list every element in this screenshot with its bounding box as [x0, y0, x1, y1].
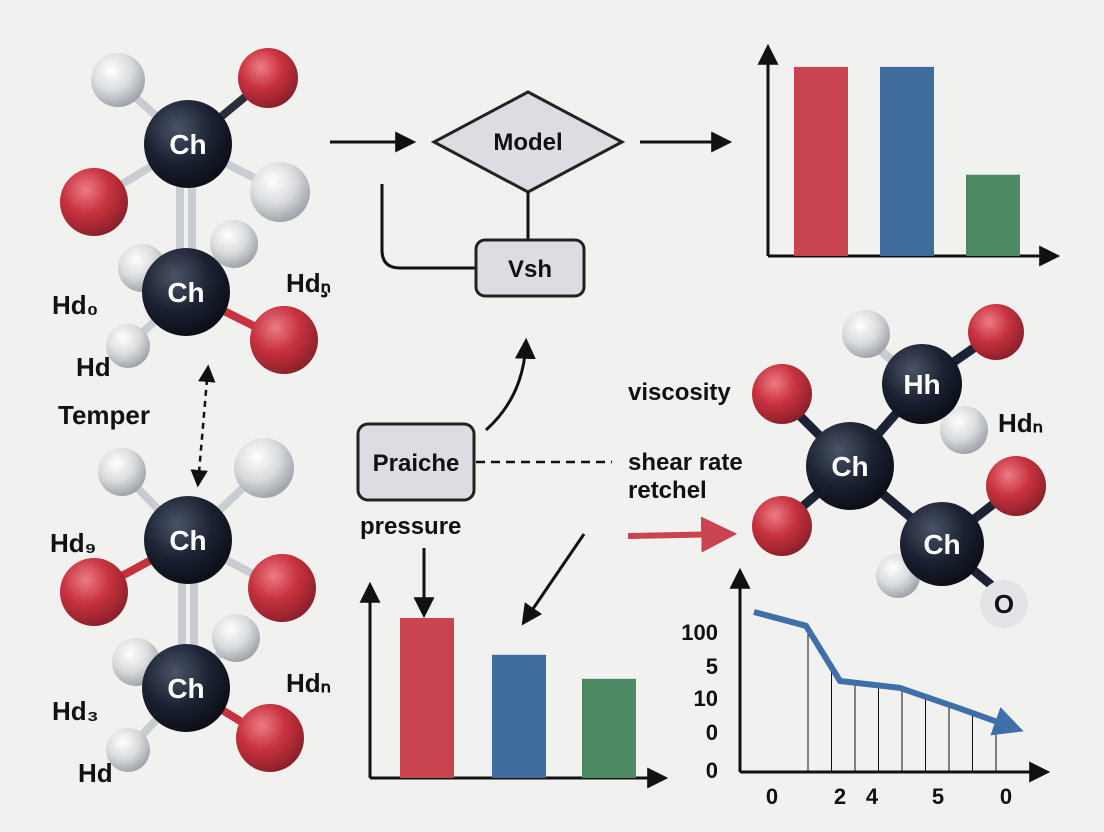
- oxygen-atom: [238, 48, 298, 108]
- y-tick-label: 0: [706, 720, 718, 745]
- hydrogen-atom: [212, 614, 260, 662]
- dashed-double-arrow: [190, 364, 216, 488]
- atom-label: Ch: [923, 529, 960, 560]
- hydrogen-atom: [234, 438, 294, 498]
- atom-label: Hh: [903, 369, 940, 400]
- oxygen-atom: [60, 168, 128, 236]
- carbon-atom: [900, 502, 984, 586]
- atom-label: Ch: [167, 277, 204, 308]
- hydrogen-atom: [98, 448, 146, 496]
- pressure-label: pressure: [360, 513, 461, 540]
- atom-side-label: Hdₙ: [998, 408, 1043, 438]
- atom-side-label: Hd₉: [50, 528, 96, 558]
- bar: [794, 66, 848, 256]
- bar: [400, 618, 454, 778]
- carbon-atom: [882, 344, 962, 424]
- model-label: Model: [493, 129, 562, 156]
- y-tick-label: 10: [694, 686, 718, 711]
- flow-diagram: Model Vsh Praiche pressure viscosity she…: [330, 90, 743, 626]
- atom-label: Ch: [169, 129, 206, 160]
- x-tick-label: 0: [1000, 784, 1012, 809]
- molecule-bottom: Ch Ch Hd₉ Hd₃ Hd Hdₙ: [50, 438, 331, 788]
- oxygen-atom: [60, 558, 128, 626]
- x-tick-label: 5: [932, 784, 944, 809]
- connector-line: [380, 184, 476, 270]
- oxygen-atom: [248, 554, 316, 622]
- oxygen-atom: [752, 364, 812, 424]
- hydrogen-atom: [210, 220, 258, 268]
- x-tick-label: 2: [834, 784, 846, 809]
- oxygen-atom: [250, 306, 318, 374]
- y-tick-label: 0: [706, 758, 718, 783]
- bar-chart-top: [757, 43, 1061, 267]
- diagonal-arrow: [521, 533, 586, 626]
- y-tick-label: 5: [706, 654, 718, 679]
- line-series: [753, 609, 1024, 736]
- bar-chart-bottom: [359, 581, 669, 789]
- carbon-atom: [144, 496, 232, 584]
- hydrogen-atom: [250, 162, 310, 222]
- hydrogen-atom: [842, 310, 890, 358]
- oxygen-atom: [968, 304, 1024, 360]
- oxygen-atom: [236, 704, 304, 772]
- temperature-label: Temper: [58, 400, 150, 430]
- atom-side-label: Hd₀: [52, 290, 98, 320]
- bar: [582, 678, 636, 778]
- carbon-atom: [144, 100, 232, 188]
- shear-rate-label: shear rate: [628, 449, 743, 476]
- praiche-label: Praiche: [373, 450, 460, 477]
- carbon-atom: [142, 644, 230, 732]
- atom-side-label: Hdₙ: [286, 668, 331, 698]
- atom-side-label: Hd: [76, 352, 111, 382]
- hydrogen-atom: [940, 406, 988, 454]
- atom-label: Ch: [169, 525, 206, 556]
- hydrogen-atom: [91, 53, 145, 107]
- curved-arrow-to-vsh: [484, 337, 536, 432]
- atom-side-label: Hd₃: [52, 696, 99, 726]
- oxygen-atom-pale: [980, 580, 1028, 628]
- viscosity-label: viscosity: [628, 379, 731, 406]
- atom-label: Ch: [831, 451, 868, 482]
- atom-side-label: Hdₙ̧: [286, 268, 331, 298]
- carbon-atom: [806, 422, 894, 510]
- vsh-label: Vsh: [508, 256, 552, 283]
- retchel-label: retchel: [628, 477, 707, 504]
- atom-side-label: Hd: [78, 758, 113, 788]
- bar: [966, 174, 1020, 256]
- molecule-right: Hh Ch Ch O Hdₙ: [752, 304, 1046, 628]
- carbon-atom: [142, 248, 230, 336]
- bar: [880, 66, 934, 256]
- hydrogen-atom: [106, 324, 150, 368]
- oxygen-atom: [986, 456, 1046, 516]
- y-tick-label: 100: [681, 620, 718, 645]
- molecule-top: Ch Ch Hdₙ̧ Hd₀ Hd Temper: [52, 48, 331, 430]
- atom-side-label: O: [994, 589, 1014, 619]
- bar: [492, 654, 546, 778]
- x-tick-label: 4: [866, 784, 879, 809]
- praiche-box: [356, 422, 476, 502]
- oxygen-atom: [752, 496, 812, 556]
- red-arrow: [627, 516, 738, 553]
- x-tick-label: 0: [766, 784, 778, 809]
- atom-label: Ch: [167, 673, 204, 704]
- hydrogen-atom: [106, 728, 150, 772]
- vsh-box: [474, 238, 586, 298]
